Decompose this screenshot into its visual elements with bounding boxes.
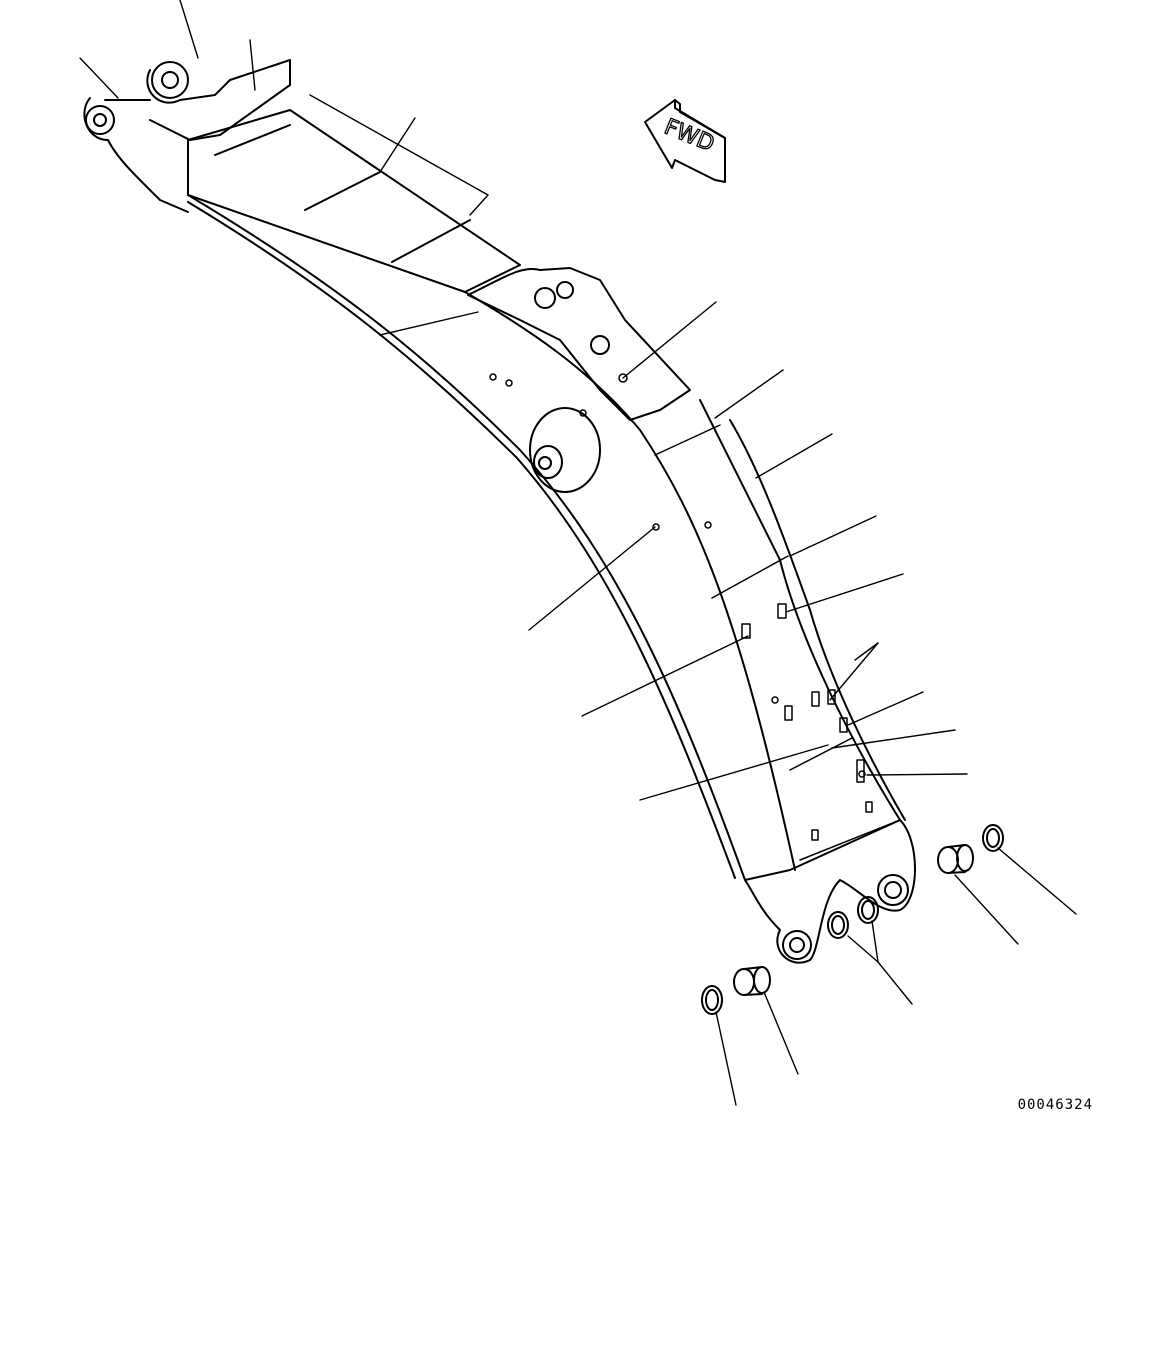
boom-upper-flange <box>464 291 796 871</box>
leader-lines <box>79 0 1077 1106</box>
drawing-number: 00046324 <box>1017 1097 1093 1113</box>
boom-body <box>83 59 916 964</box>
bushing-right-thin <box>982 824 1004 852</box>
fwd-direction-arrow: FWD <box>644 99 726 183</box>
bushings <box>701 824 1004 1015</box>
boom-foot-pin-right <box>151 61 189 99</box>
boom-foot <box>83 59 291 213</box>
bushing-right-long <box>937 844 974 874</box>
bushing-lower-thin <box>701 985 723 1015</box>
boom-tip-pin-upper <box>877 874 909 906</box>
arm-cylinder-bracket <box>467 267 691 421</box>
bushing-lower-long <box>733 966 771 996</box>
bushing-tip-pair-2 <box>857 896 879 924</box>
fwd-label: FWD <box>661 115 718 157</box>
boom-lower-flange <box>187 194 746 881</box>
boom-tip-pin-lower <box>782 930 812 960</box>
boom-foot-pin-left <box>85 105 115 135</box>
piping-brackets <box>489 373 901 861</box>
boom-cylinder-boss <box>529 407 601 493</box>
boom-tip <box>744 819 916 964</box>
boom-top-plate <box>187 109 521 293</box>
bushing-tip-pair-1 <box>827 911 849 939</box>
